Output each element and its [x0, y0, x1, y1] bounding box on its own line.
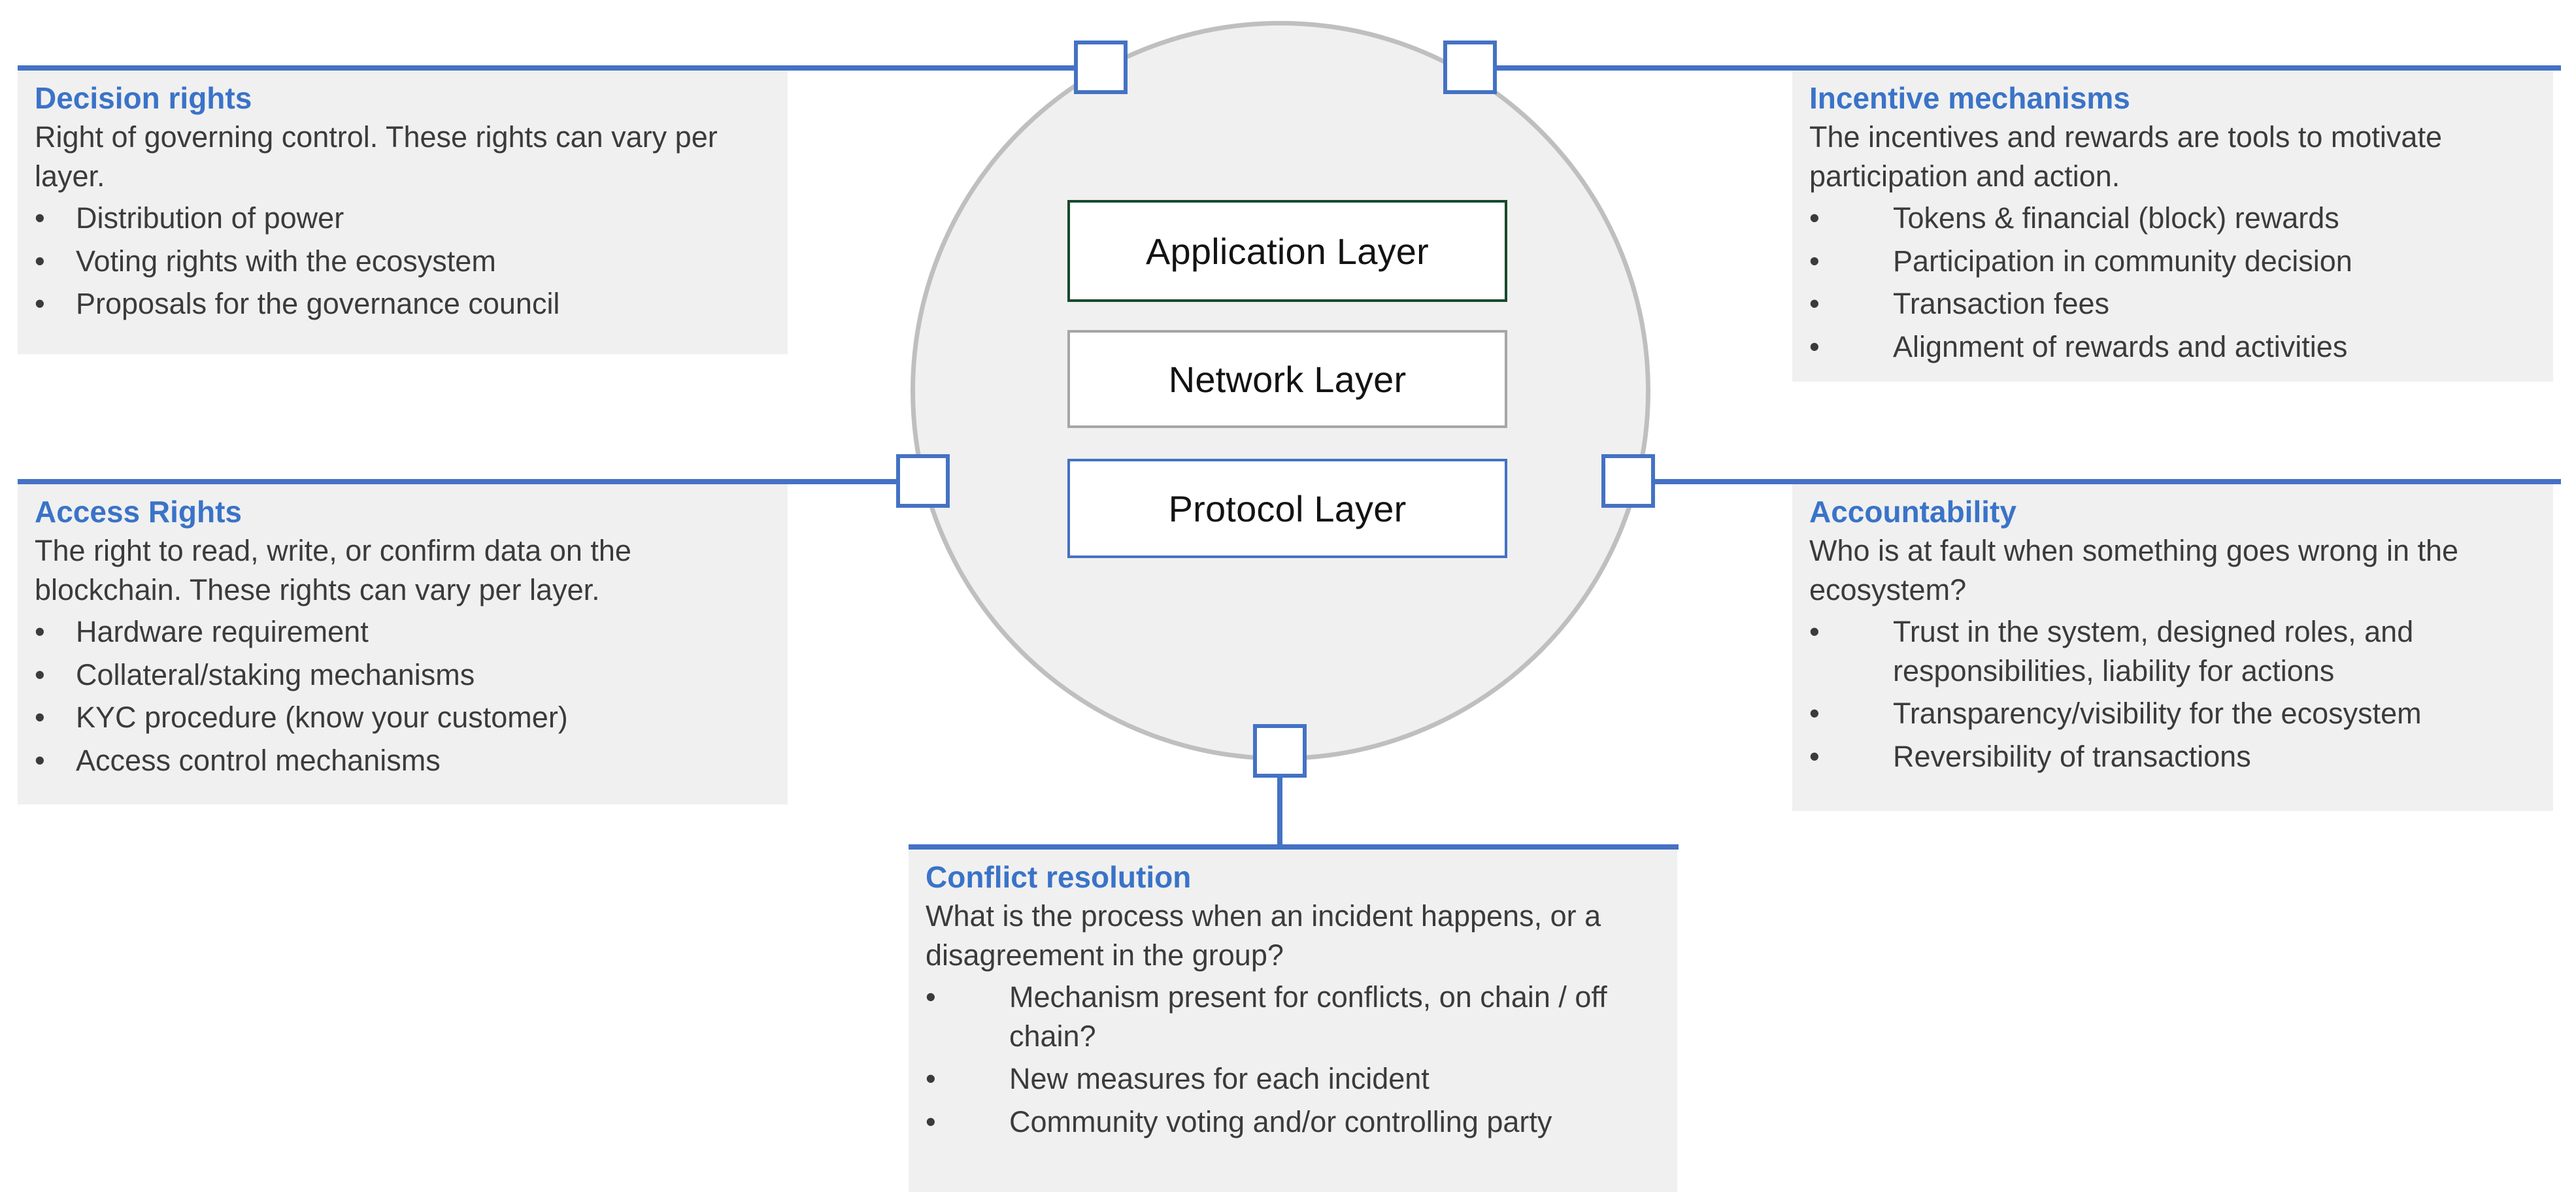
connector-node-decision-rights[interactable] [1074, 41, 1128, 94]
panel-decision-rights[interactable]: Decision rights Right of governing contr… [18, 71, 788, 354]
panel-title-access-rights: Access Rights [35, 495, 243, 529]
network-layer-box[interactable]: Network Layer [1067, 330, 1507, 428]
list-item: • Community voting and/or controlling par… [926, 1102, 1660, 1142]
protocol-layer-label: Protocol Layer [1168, 488, 1407, 529]
bullet-icon: • [1809, 287, 1820, 321]
bullet-icon: • [35, 201, 45, 235]
list-item-label: Tokens & financial (block) rewards [1893, 201, 2339, 235]
application-layer-label: Application Layer [1146, 230, 1429, 272]
list-item-label: Transparency/visibility for the ecosyste… [1893, 697, 2422, 731]
bullet-icon: • [1809, 330, 1820, 364]
connector-line-accountability [1652, 479, 2561, 484]
bullet-icon: • [926, 980, 936, 1014]
bullet-icon: • [35, 287, 45, 321]
bullet-icon: • [35, 614, 45, 648]
list-item: • Mechanism present for conflicts, on cha… [926, 978, 1660, 1056]
list-item-label: Community voting and/or controlling part… [1009, 1105, 1552, 1139]
connector-line-access-rights [18, 479, 899, 484]
panel-bullets-access-rights: • Hardware requirement • Collateral/stakin… [35, 612, 771, 780]
bullet-icon: • [35, 701, 45, 735]
bullet-icon: • [35, 744, 45, 778]
connector-node-conflict-resolution[interactable] [1253, 724, 1307, 778]
list-item: • KYC procedure (know your customer) [35, 698, 771, 737]
panel-description-accountability: Who is at fault when something goes wron… [1809, 534, 2459, 606]
list-item-label: Hardware requirement [76, 614, 369, 648]
list-item: • Transparency/visibility for the ecosys… [1809, 694, 2536, 733]
bullet-icon: • [1809, 614, 1820, 648]
network-layer-label: Network Layer [1168, 358, 1407, 400]
list-item: • Collateral/staking mechanisms [35, 655, 771, 695]
connector-node-incentive-mechanisms[interactable] [1443, 41, 1497, 94]
connector-line-conflict-vertical [1277, 775, 1282, 847]
panel-title-conflict-resolution: Conflict resolution [926, 860, 1192, 894]
protocol-layer-box[interactable]: Protocol Layer [1067, 459, 1507, 558]
panel-bullets-decision-rights: • Distribution of power • Voting rights wi… [35, 199, 771, 324]
list-item: • Reversibility of transactions [1809, 737, 2536, 776]
bullet-icon: • [1809, 201, 1820, 235]
list-item-label: New measures for each incident [1009, 1062, 1430, 1096]
list-item-label: Participation in community decision [1893, 244, 2352, 278]
list-item-label: Alignment of rewards and activities [1893, 330, 2348, 364]
panel-access-rights[interactable]: Access Rights The right to read, write, … [18, 484, 788, 804]
bullet-icon: • [35, 657, 45, 691]
panel-description-incentive-mechanisms: The incentives and rewards are tools to … [1809, 120, 2442, 193]
connector-node-accountability[interactable] [1601, 454, 1655, 508]
list-item: • New measures for each incident [926, 1059, 1660, 1099]
connector-line-decision-rights [18, 65, 1077, 71]
list-item: • Alignment of rewards and activities [1809, 327, 2536, 367]
bullet-icon: • [926, 1105, 936, 1139]
bullet-icon: • [1809, 740, 1820, 774]
list-item-label: Reversibility of transactions [1893, 740, 2251, 774]
bullet-icon: • [1809, 697, 1820, 731]
panel-title-incentive-mechanisms: Incentive mechanisms [1809, 81, 2130, 115]
bullet-icon: • [1809, 244, 1820, 278]
list-item-label: Mechanism present for conflicts, on chai… [1009, 980, 1607, 1053]
bullet-icon: • [35, 244, 45, 278]
list-item: • Access control mechanisms [35, 741, 771, 780]
bullet-icon: • [926, 1062, 936, 1096]
list-item: • Proposals for the governance council [35, 284, 771, 323]
list-item-label: Transaction fees [1893, 287, 2109, 321]
list-item-label: Collateral/staking mechanisms [76, 657, 475, 691]
application-layer-box[interactable]: Application Layer [1067, 200, 1507, 302]
list-item: • Trust in the system, designed roles, an… [1809, 612, 2536, 691]
panel-bullets-incentive-mechanisms: • Tokens & financial (block) rewards • Par… [1809, 199, 2536, 367]
list-item-label: Trust in the system, designed roles, and… [1893, 614, 2414, 687]
list-item-label: Access control mechanisms [76, 744, 441, 778]
list-item: • Transaction fees [1809, 284, 2536, 323]
list-item-label: Distribution of power [76, 201, 344, 235]
panel-description-access-rights: The right to read, write, or confirm dat… [35, 534, 631, 606]
list-item: • Hardware requirement [35, 612, 771, 652]
panel-description-decision-rights: Right of governing control. These rights… [35, 120, 718, 193]
panel-accountability[interactable]: Accountability Who is at fault when some… [1792, 484, 2553, 811]
panel-incentive-mechanisms[interactable]: Incentive mechanisms The incentives and … [1792, 71, 2553, 382]
connector-node-access-rights[interactable] [896, 454, 950, 508]
list-item-label: KYC procedure (know your customer) [76, 701, 568, 735]
panel-bullets-conflict-resolution: • Mechanism present for conflicts, on cha… [926, 978, 1660, 1142]
connector-line-conflict-horizontal [909, 844, 1679, 850]
list-item-label: Voting rights with the ecosystem [76, 244, 496, 278]
panel-title-decision-rights: Decision rights [35, 81, 252, 115]
connector-line-incentive-mechanisms [1494, 65, 2561, 71]
panel-title-accountability: Accountability [1809, 495, 2016, 529]
list-item: • Tokens & financial (block) rewards [1809, 199, 2536, 238]
list-item-label: Proposals for the governance council [76, 287, 560, 321]
list-item: • Participation in community decision [1809, 242, 2536, 281]
list-item: • Distribution of power [35, 199, 771, 238]
panel-conflict-resolution[interactable]: Conflict resolution What is the process … [909, 850, 1677, 1192]
list-item: • Voting rights with the ecosystem [35, 242, 771, 281]
panel-description-conflict-resolution: What is the process when an incident hap… [926, 899, 1601, 972]
panel-bullets-accountability: • Trust in the system, designed roles, an… [1809, 612, 2536, 776]
